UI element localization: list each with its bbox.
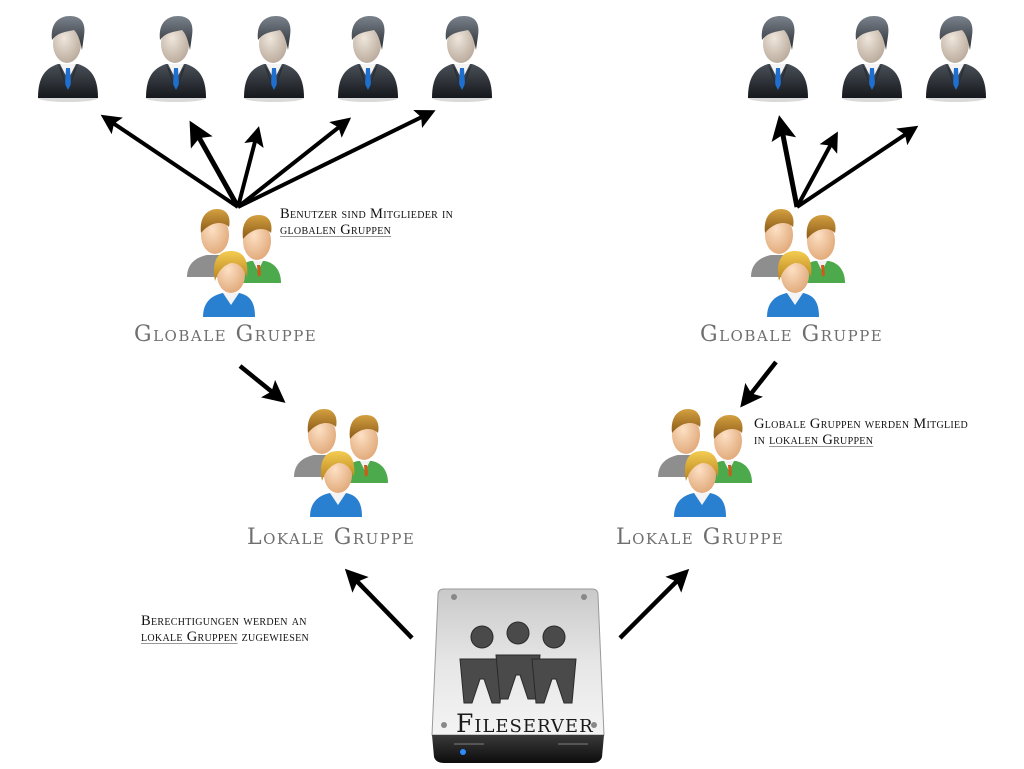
- global-group-left-label: Globale Gruppe: [134, 322, 318, 347]
- user-6: [746, 10, 810, 106]
- local-group-right: [654, 405, 754, 520]
- arrow-icon: [236, 117, 352, 209]
- note-text: in: [754, 432, 770, 448]
- businessman-icon: [430, 10, 494, 106]
- user-group-icon: [183, 205, 283, 320]
- businessman-icon: [746, 10, 810, 106]
- user-2: [144, 10, 208, 106]
- arrow-icon: [795, 125, 919, 209]
- fileserver-drive-icon: [431, 588, 605, 763]
- local-group-right-label: Lokale Gruppe: [616, 525, 785, 550]
- note-line: Berechtigungen werden an: [141, 613, 307, 629]
- user-4: [336, 10, 400, 106]
- global-group-right: [747, 205, 847, 320]
- arrow-icon: [618, 568, 690, 640]
- businessman-icon: [36, 10, 100, 106]
- arrow-icon: [795, 131, 838, 208]
- user-group-icon: [747, 205, 847, 320]
- businessman-icon: [242, 10, 306, 106]
- arrow-icon: [237, 110, 436, 209]
- businessman-icon: [336, 10, 400, 106]
- user-8: [924, 10, 988, 106]
- local-group-left-label: Lokale Gruppe: [247, 525, 416, 550]
- user-1: [36, 10, 100, 106]
- fileserver-label: Fileserver: [456, 709, 594, 738]
- global-group-left: [183, 205, 283, 320]
- note-line: Benutzer sind Mitglieder in: [280, 206, 454, 222]
- arrow-icon: [236, 126, 264, 208]
- local-group-left: [290, 405, 390, 520]
- arrow-icon: [740, 360, 778, 408]
- arrow-icon: [771, 115, 800, 208]
- note-underlined-term: globalen Gruppen: [280, 222, 392, 238]
- user-7: [840, 10, 904, 106]
- arrow-icon: [344, 568, 414, 640]
- businessman-icon: [924, 10, 988, 106]
- fileserver: Fileserver: [430, 585, 606, 765]
- user-group-icon: [290, 405, 390, 520]
- user-3: [242, 10, 306, 106]
- note-permissions-to-local: Berechtigungen werden an lokale Gruppen …: [141, 613, 309, 645]
- note-underlined-term: lokale Gruppen: [141, 629, 238, 645]
- businessman-icon: [144, 10, 208, 106]
- user-group-icon: [654, 405, 754, 520]
- global-group-right-label: Globale Gruppe: [700, 322, 884, 347]
- note-users-in-global: Benutzer sind Mitglieder in globalen Gru…: [280, 206, 453, 238]
- note-underlined-term: lokalen Gruppen: [769, 432, 874, 448]
- businessman-icon: [840, 10, 904, 106]
- arrow-icon: [238, 364, 286, 403]
- note-global-in-local: Globale Gruppen werden Mitglied in lokal…: [754, 416, 968, 448]
- user-5: [430, 10, 494, 106]
- arrow-icon: [189, 120, 241, 209]
- note-line: Globale Gruppen werden Mitglied: [754, 416, 968, 432]
- note-text: zugewiesen: [237, 629, 309, 645]
- arrow-icon: [100, 114, 240, 209]
